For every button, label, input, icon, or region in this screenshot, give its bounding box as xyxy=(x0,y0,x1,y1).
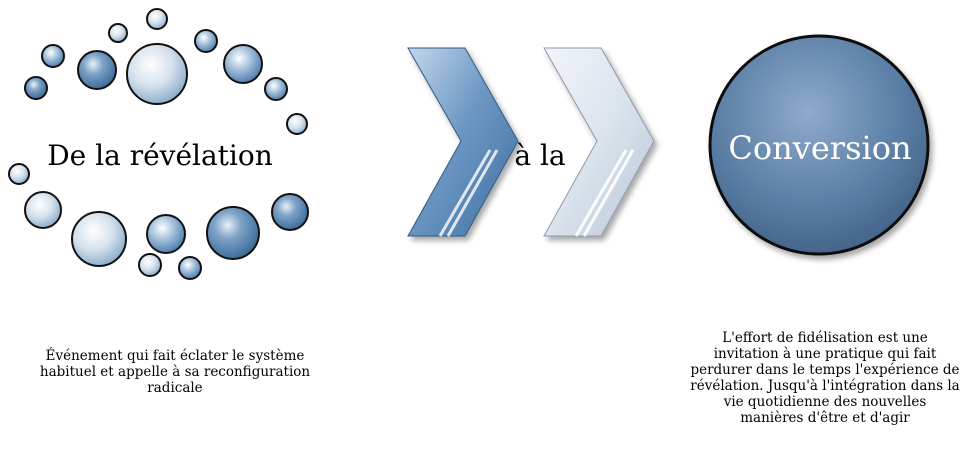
chevron-arrow-1 xyxy=(407,47,519,237)
connector-text: à la xyxy=(514,139,566,172)
revelation-title: De la révélation xyxy=(47,139,273,172)
bubble xyxy=(126,43,188,105)
bubble xyxy=(178,256,202,280)
bubble xyxy=(71,211,127,267)
bubble xyxy=(223,44,263,84)
bubble xyxy=(271,193,309,231)
bubble xyxy=(146,214,186,254)
bubble xyxy=(77,50,117,90)
bubble xyxy=(146,8,168,30)
conversion-title: Conversion xyxy=(728,129,912,167)
bubble xyxy=(206,206,260,260)
bubble xyxy=(41,44,65,68)
bubble xyxy=(108,23,128,43)
bubble xyxy=(24,191,62,229)
revelation-description: Événement qui fait éclater le système ha… xyxy=(39,348,311,396)
bubble xyxy=(194,29,218,53)
bubble xyxy=(24,76,48,100)
conversion-description: L'effort de fidélisation est une invitat… xyxy=(690,330,960,426)
bubble xyxy=(8,163,30,185)
conversion-circle xyxy=(708,34,930,256)
bubble xyxy=(286,113,308,135)
bubble xyxy=(138,253,162,277)
chevron-arrow-2 xyxy=(543,47,655,237)
bubble xyxy=(264,77,288,101)
bubble-ring xyxy=(8,8,309,280)
